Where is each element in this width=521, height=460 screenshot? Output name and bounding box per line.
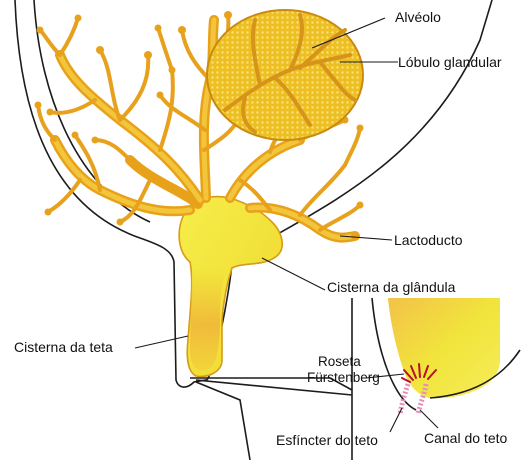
cistern-structure	[179, 197, 282, 377]
label-furstenberg: Fürstenberg	[307, 370, 380, 385]
glandular-lobule	[207, 10, 363, 140]
label-roseta: Roseta	[318, 354, 361, 369]
label-cisterna-glandula: Cisterna da glândula	[327, 279, 456, 295]
label-cisterna-teta: Cisterna da teta	[14, 339, 113, 355]
label-esfincter-teto: Esfíncter do teto	[276, 432, 378, 448]
label-lobulo-glandular: Lóbulo glandular	[398, 54, 502, 70]
label-canal-teto: Canal do teto	[424, 430, 507, 446]
label-lactoducto: Lactoducto	[394, 232, 463, 248]
label-alveolo: Alvéolo	[395, 9, 441, 25]
